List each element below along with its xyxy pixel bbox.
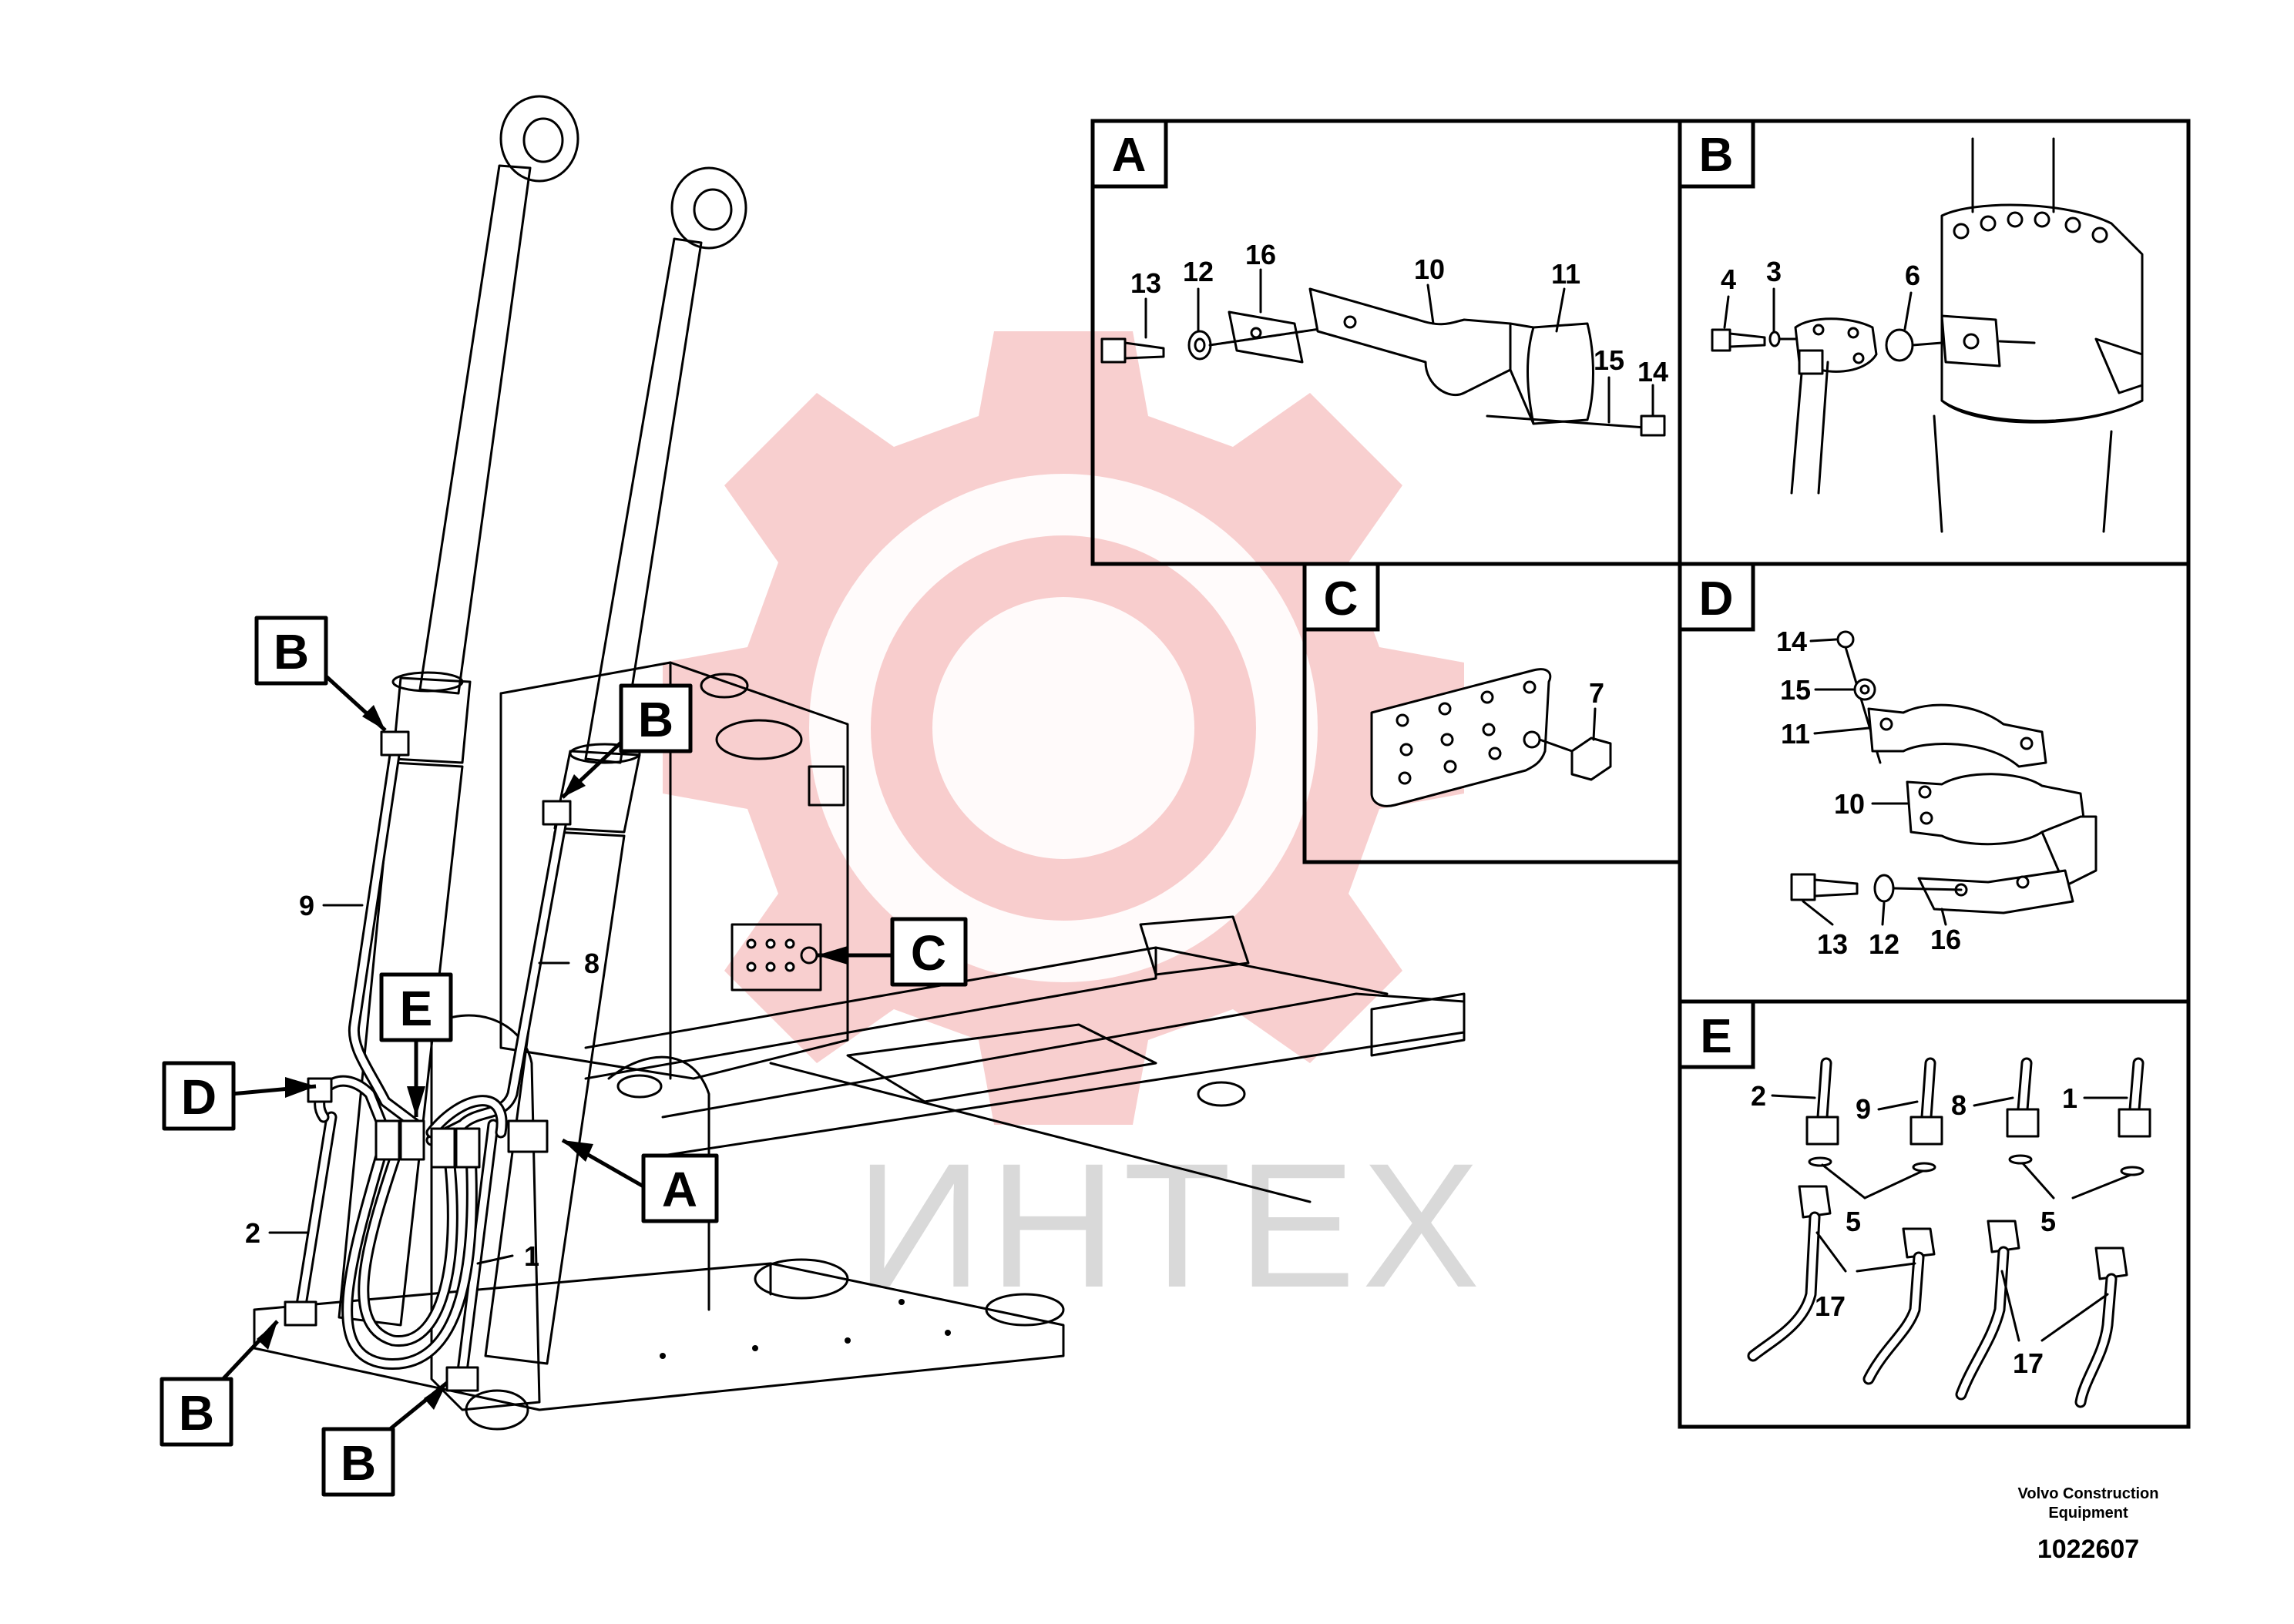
svg-text:15: 15	[1780, 674, 1811, 706]
svg-text:15: 15	[1594, 344, 1624, 376]
svg-text:C: C	[911, 925, 946, 981]
svg-text:1: 1	[2062, 1082, 2077, 1114]
svg-text:C: C	[1324, 572, 1359, 626]
svg-text:11: 11	[1781, 718, 1810, 750]
svg-text:13: 13	[1817, 928, 1848, 960]
svg-text:14: 14	[1637, 356, 1668, 388]
svg-text:2: 2	[1751, 1080, 1766, 1112]
svg-text:5: 5	[2040, 1206, 2056, 1237]
svg-text:B: B	[179, 1385, 214, 1441]
svg-text:9: 9	[299, 890, 314, 921]
callout-e: E	[379, 972, 453, 1117]
chassis-frame	[253, 661, 1466, 1431]
svg-text:D: D	[1699, 572, 1734, 626]
watermark-text: ИНТЕХ	[855, 1126, 1486, 1324]
svg-text:12: 12	[1183, 256, 1214, 287]
svg-text:B: B	[341, 1435, 376, 1491]
svg-text:14: 14	[1776, 626, 1807, 657]
hydraulic-hoses	[284, 730, 572, 1392]
svg-text:B: B	[638, 692, 673, 747]
svg-text:17: 17	[2013, 1347, 2044, 1379]
svg-text:8: 8	[584, 948, 600, 979]
detail-panel-e: E	[1678, 999, 2191, 1429]
svg-text:17: 17	[1815, 1290, 1846, 1322]
svg-text:11: 11	[1551, 258, 1580, 290]
svg-text:A: A	[1112, 129, 1147, 182]
callout-b-top-center: B	[561, 683, 693, 799]
svg-text:16: 16	[1245, 239, 1276, 270]
svg-text:8: 8	[1951, 1089, 1967, 1121]
footer-block: Volvo Construction Equipment 1022607	[2018, 1485, 2159, 1564]
svg-text:10: 10	[1834, 788, 1865, 820]
svg-text:1: 1	[524, 1240, 539, 1272]
svg-text:3: 3	[1766, 256, 1782, 287]
svg-text:E: E	[1700, 1010, 1731, 1063]
right-boom-cylinder	[484, 166, 747, 1365]
svg-text:16: 16	[1930, 924, 1961, 955]
svg-text:A: A	[662, 1162, 697, 1217]
svg-text:6: 6	[1905, 260, 1920, 291]
svg-text:9: 9	[1856, 1093, 1871, 1125]
callout-d: D	[162, 1061, 317, 1131]
callout-c: C	[817, 917, 968, 987]
callout-b-bottom-center: B	[321, 1381, 448, 1497]
svg-text:E: E	[400, 981, 433, 1036]
detail-panel-d: D 14 15 11 10 13 12 16	[1678, 562, 2191, 1004]
detail-panel-b: B 4 3 6	[1678, 119, 2191, 566]
main-view-part-numbers: 9 8 2 1	[245, 890, 600, 1272]
svg-text:4: 4	[1721, 263, 1736, 295]
callout-b-top-left: B	[254, 616, 387, 732]
watermark-gear-logo	[663, 331, 1464, 1125]
left-boom-cylinder	[338, 95, 579, 1327]
svg-text:12: 12	[1869, 928, 1899, 960]
drawing-number: 1022607	[2037, 1535, 2139, 1564]
svg-text:B: B	[1699, 129, 1734, 182]
svg-text:2: 2	[245, 1217, 260, 1249]
callout-b-bottom-left: B	[160, 1320, 279, 1447]
detail-panel-c: C 7	[1302, 562, 1682, 864]
svg-text:7: 7	[1589, 677, 1604, 709]
svg-text:D: D	[181, 1069, 217, 1125]
svg-text:B: B	[274, 624, 309, 679]
svg-text:10: 10	[1414, 253, 1445, 285]
svg-text:13: 13	[1130, 267, 1161, 299]
company-name-line2: Equipment	[2048, 1505, 2128, 1522]
svg-text:5: 5	[1846, 1206, 1861, 1237]
callout-a: A	[561, 1138, 719, 1223]
company-name-line1: Volvo Construction	[2018, 1485, 2159, 1502]
